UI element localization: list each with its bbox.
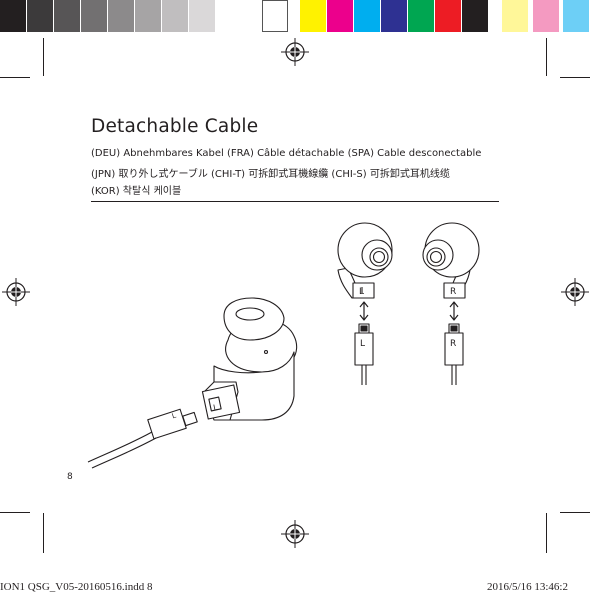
swatch [262,0,288,32]
crop-mark [560,512,590,513]
swatch [135,0,161,32]
divider [91,201,499,202]
registration-mark-top [281,38,309,66]
swatch [502,0,528,32]
swatch [327,0,353,32]
swatch [108,0,134,32]
double-arrow-icon [449,301,459,321]
translation-line-1: (DEU) Abnehmbares Kabel (FRA) Câble déta… [91,148,482,159]
registration-mark-left [2,278,30,306]
swatch [563,0,589,32]
earbud-closeup [201,297,298,421]
crop-mark [43,513,44,553]
swatch [354,0,380,32]
crop-mark [0,77,30,78]
left-earbud [337,222,393,299]
swatch [300,0,326,32]
page-number: 8 [67,472,73,482]
swatch [462,0,488,32]
crop-mark [546,513,547,553]
swatch [0,0,26,32]
page-title: Detachable Cable [91,116,259,137]
plug-label: L [171,412,177,421]
crop-mark [546,38,547,76]
crop-mark [43,38,44,76]
swatch [435,0,461,32]
footer-file-name: ION1 QSG_V05-20160516.indd 8 [0,581,153,593]
cable-plug [87,408,198,469]
swatch [381,0,407,32]
left-cable-connector [354,323,374,385]
double-arrow-icon [359,301,369,321]
left-earbud-label: L [359,287,364,297]
right-earbud-label: R [450,287,456,297]
swatch [54,0,80,32]
swatch [162,0,188,32]
right-cable-connector [444,323,464,385]
footer-timestamp: 2016/5/16 13:46:2 [487,581,568,593]
color-swatch-bar [0,0,590,33]
crop-mark [560,77,590,78]
translation-line-3: (KOR) 착탈식 케이블 [91,186,182,197]
right-earbud [422,222,480,299]
left-connector-label: L [360,339,365,349]
swatch [533,0,559,32]
registration-mark-bottom [281,520,309,548]
swatch [408,0,434,32]
swatch [27,0,53,32]
swatch [189,0,215,32]
swatch [81,0,107,32]
right-connector-label: R [450,339,456,349]
translation-line-2: (JPN) 取り外し式ケーブル (CHI-T) 可拆卸式耳機線纜 (CHI-S)… [91,169,450,180]
earbud-connector-label: L [212,403,219,413]
crop-mark [0,512,30,513]
registration-mark-right [561,278,589,306]
